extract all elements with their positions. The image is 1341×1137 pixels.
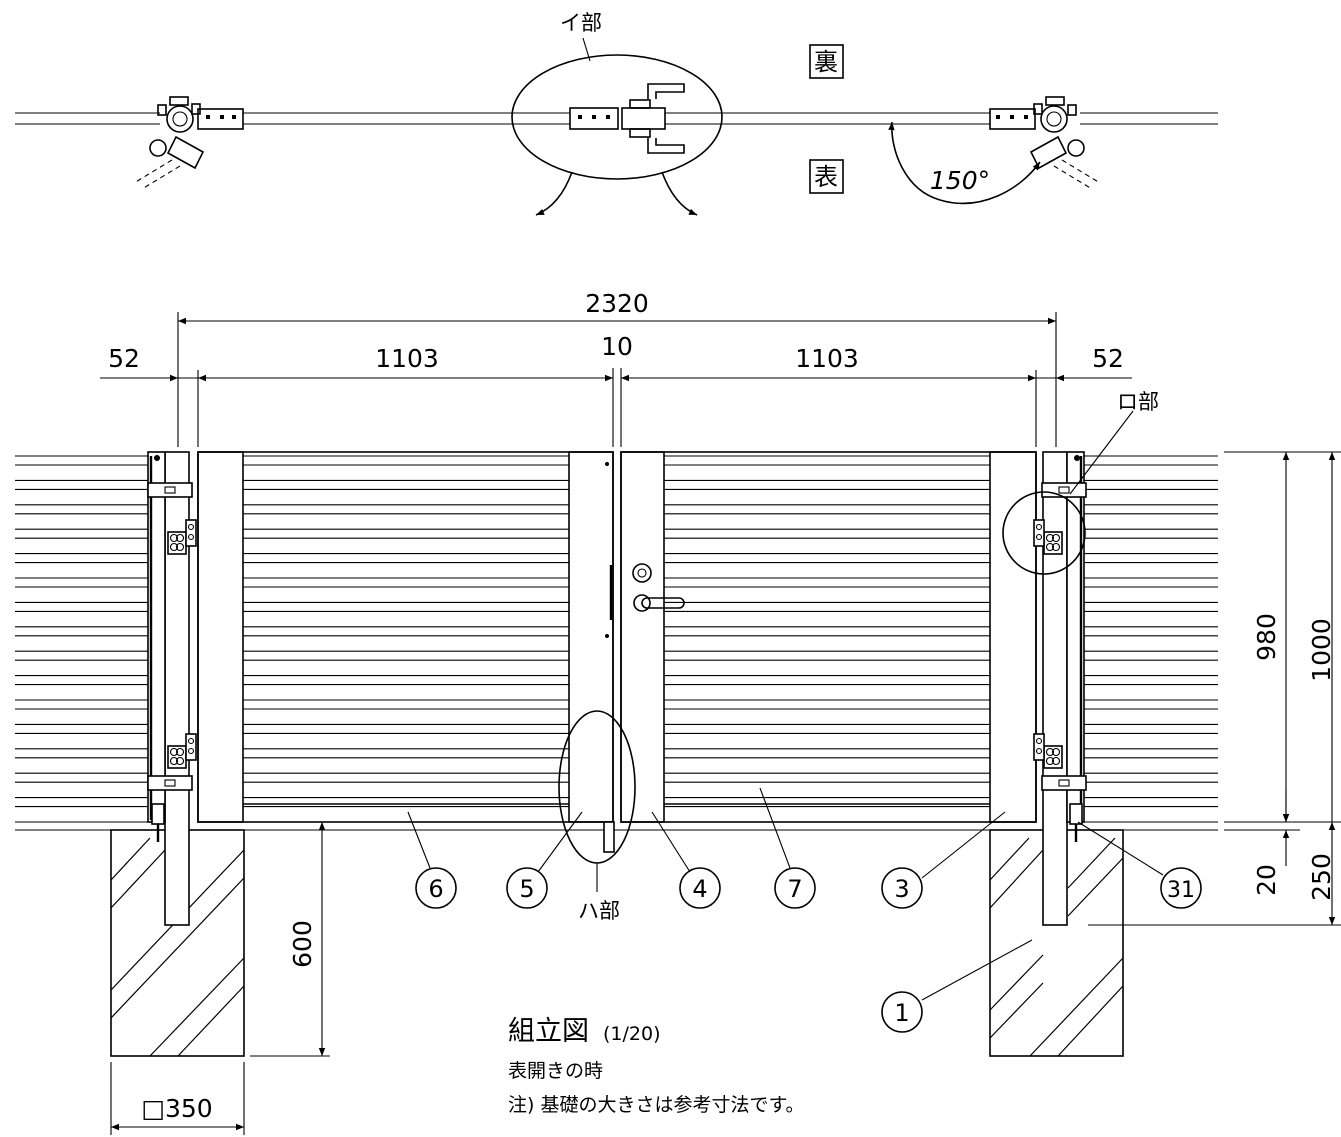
front-side-box	[809, 159, 844, 194]
hinges-left	[147, 482, 197, 791]
door-hinge	[1033, 733, 1063, 769]
dim-center-gap: 10	[601, 332, 633, 361]
post-clamp	[1041, 775, 1087, 791]
part-callout-1: 1	[881, 991, 923, 1033]
detail-b-circle	[1002, 491, 1086, 575]
dim-door-height: 980	[1252, 613, 1281, 661]
plan-fence-line	[15, 112, 1218, 125]
part-callout-6: 6	[415, 867, 457, 909]
part-callout-3: 3	[881, 867, 923, 909]
svg-text:7: 7	[787, 875, 802, 903]
right-foundation	[989, 829, 1124, 1057]
left-post	[147, 451, 190, 926]
part-callout-31: 31	[1160, 867, 1202, 909]
detail-c-label: ハ部	[578, 899, 620, 923]
post-clamp	[147, 482, 193, 498]
dim-door-right: 1103	[795, 344, 859, 373]
drawing-notes: 組立図 (1/20) 表開きの時 注) 基礎の大きさは参考寸法です。	[508, 1016, 805, 1116]
plan-right-hinge	[989, 96, 1101, 190]
door-handle	[633, 594, 685, 612]
back-side-box	[809, 44, 844, 79]
right-door-swing-arrow	[661, 171, 698, 216]
swing-angle-label: 150°	[930, 166, 990, 195]
dim-overall-width: 2320	[585, 289, 649, 318]
detail-c-circle	[558, 710, 636, 864]
note-line-2: 注) 基礎の大きさは参考寸法です。	[508, 1094, 805, 1116]
post-clamp	[1041, 482, 1087, 498]
part-callout-5: 5	[506, 867, 548, 909]
svg-text:4: 4	[692, 875, 707, 903]
door-hinge	[1033, 519, 1063, 555]
drawing-title: 組立図	[508, 1016, 589, 1047]
swing-angle-arc	[888, 121, 1041, 205]
dim-post-embed: 250	[1307, 853, 1336, 901]
dim-door-left: 1103	[375, 344, 439, 373]
dim-foundation-depth: 600	[288, 920, 317, 968]
svg-text:1: 1	[894, 999, 909, 1027]
horizontal-dimensions: 2320 52 1103 10 1103 52	[100, 289, 1132, 447]
detail-a-circle	[511, 54, 723, 180]
back-side-label: 裏	[814, 48, 838, 76]
right-door-frame	[620, 451, 1037, 823]
plan-left-hinge	[133, 96, 244, 190]
vertical-dimensions: 980 1000 20 250 600 □350	[110, 451, 1341, 1135]
door-hinge	[167, 519, 197, 555]
post-clamp	[147, 775, 193, 791]
part-callout-7: 7	[774, 867, 816, 909]
detail-a-label: イ部	[560, 11, 602, 35]
door-lock	[632, 563, 652, 583]
svg-text:3: 3	[894, 875, 909, 903]
svg-text:5: 5	[519, 875, 534, 903]
dim-ground-clearance: 20	[1252, 864, 1281, 896]
svg-text:6: 6	[428, 875, 443, 903]
detail-b-label: ロ部	[1117, 390, 1159, 414]
left-door-frame	[197, 451, 615, 853]
plan-view: イ部 裏 表 150°	[15, 11, 1218, 216]
note-line-1: 表開きの時	[508, 1060, 603, 1082]
right-post	[1042, 451, 1085, 926]
fence-slats	[15, 455, 1218, 823]
hinges-right	[1033, 482, 1087, 791]
front-side-label: 表	[814, 163, 838, 191]
left-door-swing-arrow	[535, 171, 573, 216]
part-callouts: 6 5 4 7 3 31 1	[407, 787, 1202, 1033]
dim-total-height: 1000	[1307, 618, 1336, 682]
door-hinge	[167, 733, 197, 769]
part-callout-4: 4	[679, 867, 721, 909]
svg-text:31: 31	[1167, 878, 1195, 903]
dim-post-left: 52	[108, 344, 140, 373]
plan-center-latch	[569, 83, 685, 154]
drawing-scale: (1/20)	[603, 1023, 661, 1045]
dim-foundation-size: □350	[141, 1094, 212, 1123]
dim-post-right: 52	[1092, 344, 1124, 373]
